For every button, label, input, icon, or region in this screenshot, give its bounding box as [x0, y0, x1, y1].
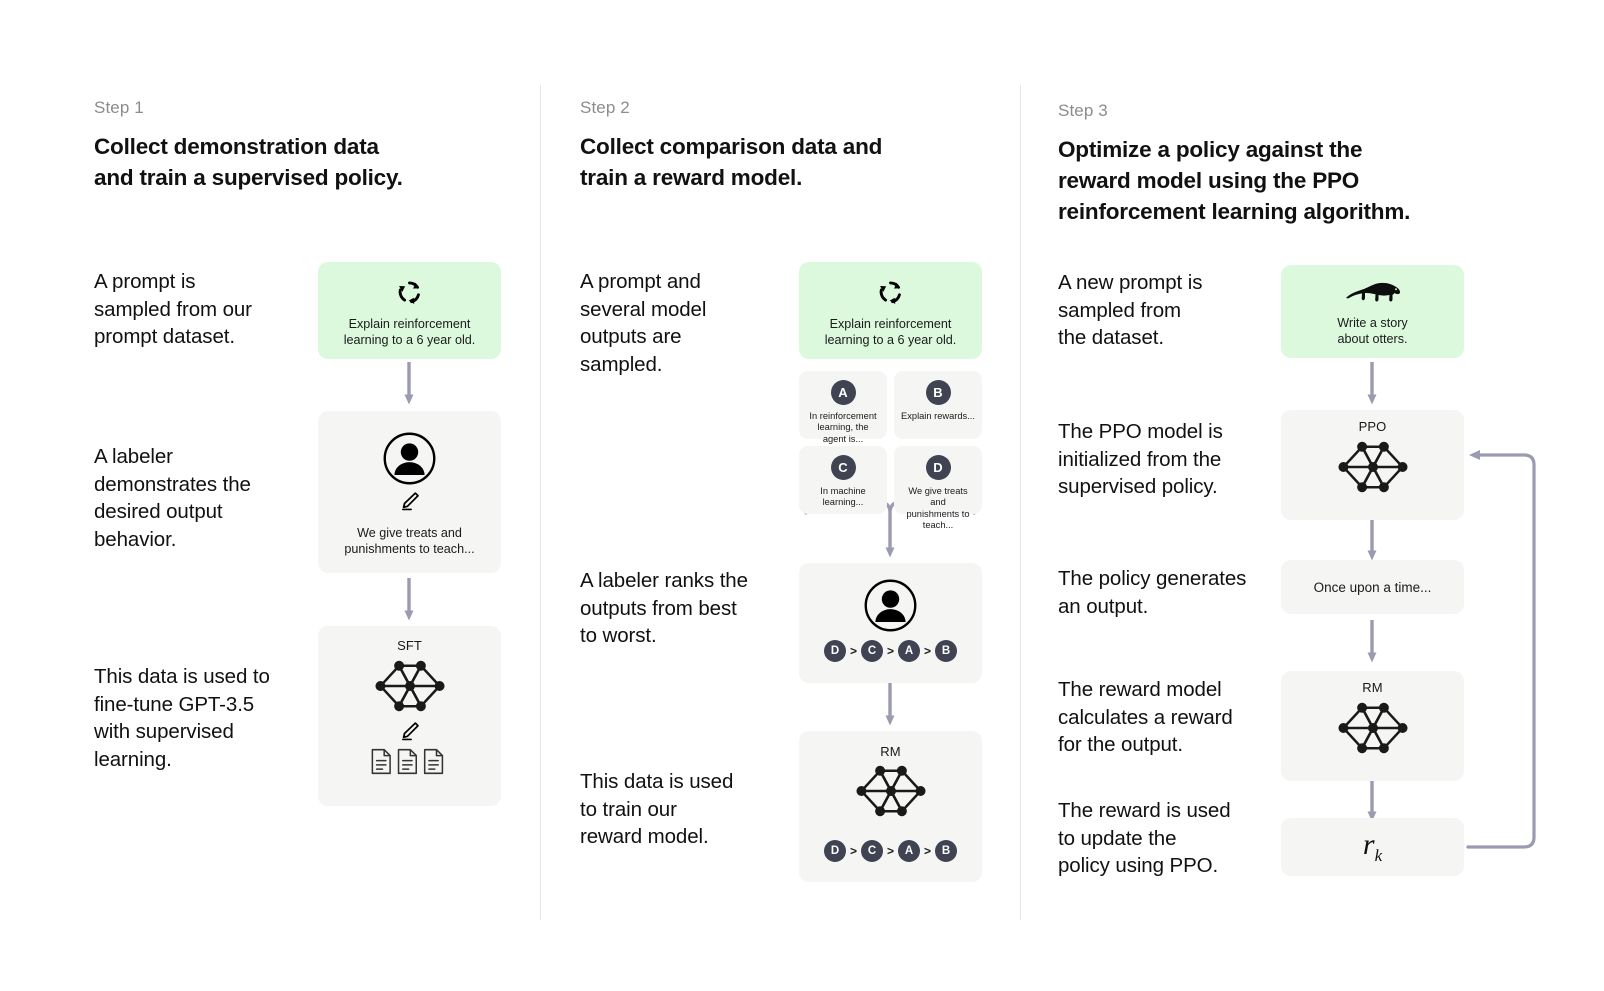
step-3-prompt-text: Write a story about otters. — [1337, 316, 1408, 346]
otter-icon — [1344, 279, 1402, 307]
rm-rank-separator-3: > — [924, 844, 932, 858]
rank-badge-1: D — [823, 640, 846, 662]
option-badge-c: C — [830, 455, 856, 480]
option-badge-d: D — [925, 455, 951, 480]
step-1-sft-box: SFT — [318, 626, 501, 806]
rm-rank-badge-4: B — [935, 840, 958, 862]
step-2-rm-ranking-row: D > C > A > B — [799, 840, 982, 862]
column-divider-1 — [540, 85, 541, 920]
option-badge-a: A — [830, 380, 856, 405]
step-2-prompt-box: Explain reinforcement learning to a 6 ye… — [799, 262, 982, 359]
step-2-label: Step 2 — [580, 98, 630, 117]
step-1-description-1: A prompt is sampled from our prompt data… — [94, 270, 252, 348]
step-3-output-box: Once upon a time... — [1281, 560, 1464, 614]
step-3-ppo-title: PPO — [1358, 419, 1387, 434]
rank-badge-3: A — [898, 640, 920, 662]
step-2-output-card-c[interactable]: C In machine learning... — [799, 446, 887, 514]
rm-rank-separator-1: > — [849, 844, 857, 858]
step-2-column: Step 2 Collect comparison data and train… — [580, 0, 1000, 991]
pencil-icon — [399, 720, 421, 742]
cycle-icon — [877, 279, 904, 306]
cycle-icon — [396, 279, 423, 306]
step-3-description-3: The policy generates an output. — [1058, 567, 1247, 618]
rm-rank-badge-3: A — [898, 840, 920, 862]
step-2-ranking-box: D > C > A > B — [799, 563, 982, 683]
step-1-labeler-box: We give treats and punishments to teach.… — [318, 411, 501, 573]
step-2-prompt-text: Explain reinforcement learning to a 6 ye… — [824, 317, 957, 347]
step-3-prompt-box: Write a story about otters. — [1281, 265, 1464, 358]
step-3-reward-value-box: rk — [1281, 818, 1464, 876]
step-1-prompt-box: Explain reinforcement learning to a 6 ye… — [318, 262, 501, 359]
reward-symbol-subscript: k — [1374, 846, 1383, 865]
step-3-output-text: Once upon a time... — [1313, 579, 1432, 595]
rank-separator-1: > — [849, 644, 857, 658]
step-3-description-4: The reward model calculates a reward for… — [1058, 678, 1233, 756]
step-2-output-card-a[interactable]: A In reinforcement learning, the agent i… — [799, 371, 887, 444]
neural-network-icon — [371, 658, 449, 714]
step-1-prompt-text: Explain reinforcement learning to a 6 ye… — [343, 317, 476, 347]
step-3-reward-model-box: RM — [1281, 671, 1464, 781]
step-1-sft-title: SFT — [397, 638, 422, 653]
rank-separator-2: > — [886, 644, 894, 658]
step-1-column: Step 1 Collect demonstration data and tr… — [94, 0, 524, 991]
person-circle-icon — [863, 578, 918, 633]
step-1-labeler-text: We give treats and punishments to teach.… — [344, 526, 475, 556]
option-badge-b: B — [925, 380, 951, 405]
rank-badge-4: B — [935, 640, 958, 662]
step-2-output-text-d: We give treats and punishments to teach.… — [906, 486, 970, 531]
neural-network-icon — [1334, 439, 1412, 495]
rm-rank-badge-1: D — [823, 840, 846, 862]
step-2-ranking-row: D > C > A > B — [799, 640, 982, 662]
step-3-column: Step 3 Optimize a policy against the rew… — [1058, 0, 1518, 991]
step-3-description-5: The reward is used to update the policy … — [1058, 799, 1231, 877]
rank-badge-2: C — [860, 640, 883, 662]
step-2-output-card-b[interactable]: B Explain rewards... — [894, 371, 982, 439]
rank-separator-3: > — [924, 644, 932, 658]
column-divider-2 — [1020, 85, 1021, 920]
step-2-output-card-d[interactable]: D We give treats and punishments to teac… — [894, 446, 982, 530]
step-3-label: Step 3 — [1058, 101, 1108, 120]
step-2-rm-title: RM — [880, 744, 901, 759]
step-1-label: Step 1 — [94, 98, 144, 117]
step-2-output-text-a: In reinforcement learning, the agent is.… — [809, 411, 877, 444]
neural-network-icon — [852, 763, 930, 819]
step-3-ppo-box: PPO — [1281, 410, 1464, 520]
step-2-description-3: This data is used to train our reward mo… — [580, 770, 734, 848]
documents-icon — [370, 748, 449, 775]
step-1-description-2: A labeler demonstrates the desired outpu… — [94, 445, 251, 551]
neural-network-icon — [1334, 700, 1412, 756]
step-2-reward-model-box: RM — [799, 731, 982, 882]
step-3-description-1: A new prompt is sampled from the dataset… — [1058, 271, 1203, 349]
reward-symbol-base: r — [1362, 828, 1375, 861]
step-2-output-text-c: In machine learning... — [820, 486, 866, 508]
step-2-description-2: A labeler ranks the outputs from best to… — [580, 569, 748, 647]
rm-rank-badge-2: C — [860, 840, 883, 862]
reward-symbol: rk — [1363, 828, 1382, 866]
step-3-title: Optimize a policy against the reward mod… — [1058, 137, 1411, 224]
step-1-description-3: This data is used to fine-tune GPT-3.5 w… — [94, 665, 270, 771]
pencil-icon — [399, 490, 421, 512]
rm-rank-separator-2: > — [886, 844, 894, 858]
step-2-description-1: A prompt and several model outputs are s… — [580, 270, 707, 376]
person-circle-icon — [382, 431, 437, 486]
step-2-title: Collect comparison data and train a rewa… — [580, 134, 883, 190]
step-3-rm-title: RM — [1362, 680, 1383, 695]
step-1-title: Collect demonstration data and train a s… — [94, 134, 403, 190]
step-3-description-2: The PPO model is initialized from the su… — [1058, 420, 1223, 498]
step-2-output-text-b: Explain rewards... — [901, 411, 975, 421]
